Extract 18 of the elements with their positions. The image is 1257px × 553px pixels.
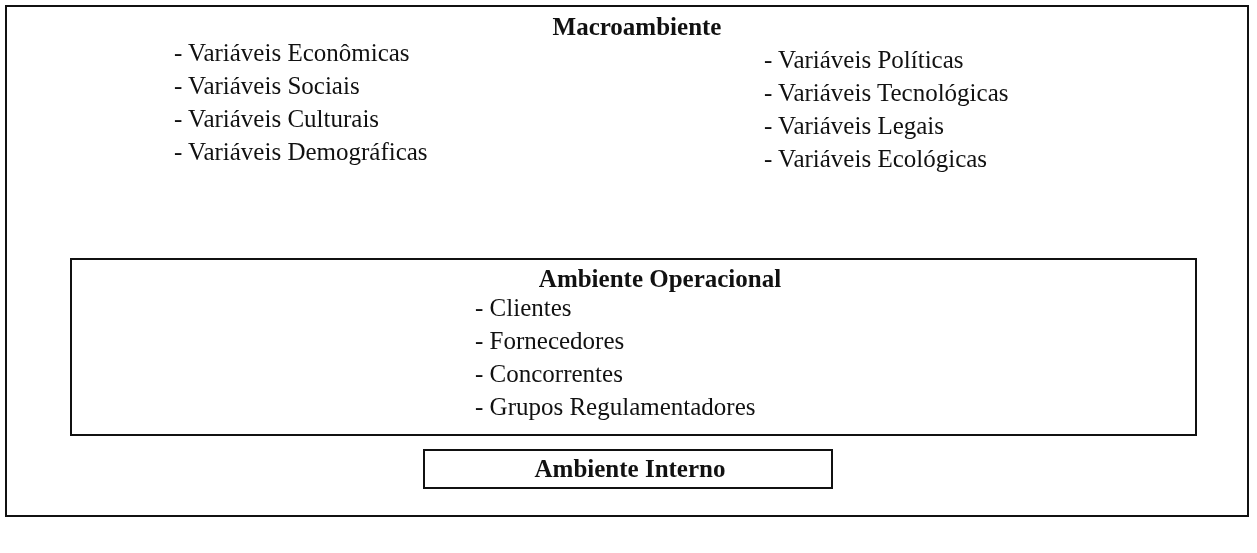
list-item: - Grupos Regulamentadores — [475, 393, 756, 421]
list-item: - Clientes — [475, 294, 572, 322]
list-item: - Variáveis Sociais — [174, 72, 360, 100]
list-item: - Variáveis Econômicas — [174, 39, 410, 67]
list-item: - Variáveis Ecológicas — [764, 145, 988, 173]
list-item: - Variáveis Legais — [764, 112, 945, 140]
environment-box — [5, 5, 1249, 517]
environment-box — [423, 449, 833, 489]
list-item: - Variáveis Políticas — [764, 46, 964, 74]
box-heading: Ambiente Operacional — [538, 265, 782, 293]
list-item: - Variáveis Culturais — [174, 105, 380, 133]
list-item: - Variáveis Demográficas — [174, 138, 428, 166]
list-item: - Concorrentes — [475, 360, 623, 388]
list-item: - Variáveis Tecnológicas — [764, 79, 1009, 107]
box-heading: Ambiente Interno — [534, 455, 726, 483]
box-heading: Macroambiente — [552, 13, 722, 41]
list-item: - Fornecedores — [475, 327, 625, 355]
environment-box — [70, 258, 1197, 436]
